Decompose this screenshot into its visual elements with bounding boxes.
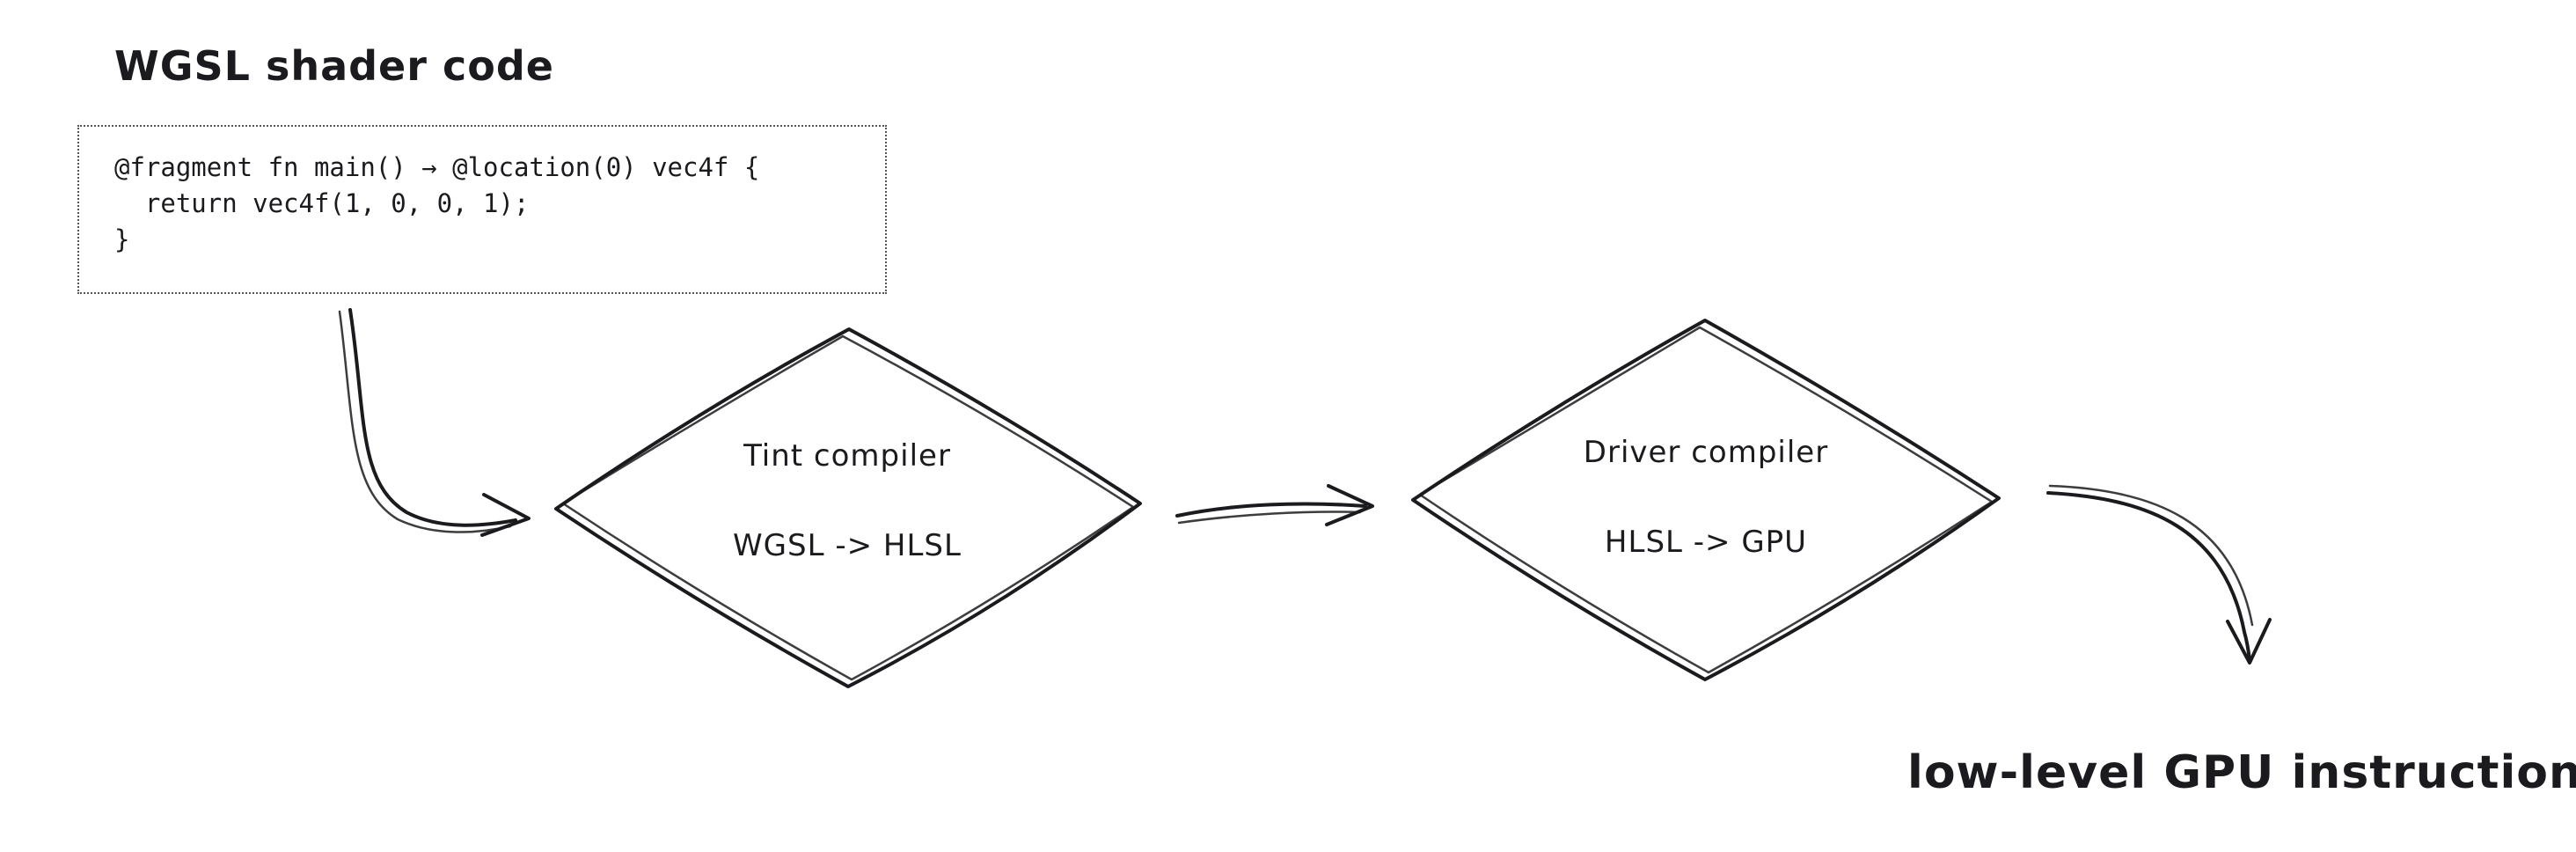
diagram-title: WGSL shader code — [114, 42, 554, 90]
wgsl-code-line-1: @fragment fn main() → @location(0) vec4f… — [114, 152, 760, 182]
wgsl-code-line-2: return vec4f(1, 0, 0, 1); — [114, 188, 530, 219]
driver-compiler-diamond — [1411, 319, 2001, 681]
arrow-code-to-tint — [338, 308, 531, 537]
tint-compiler-title: Tint compiler — [743, 438, 951, 474]
wgsl-code-box: @fragment fn main() → @location(0) vec4f… — [77, 125, 887, 294]
arrow-driver-to-output — [2046, 484, 2272, 665]
output-label: low-level GPU instructions — [1907, 746, 2576, 799]
arrow-tint-to-driver — [1175, 484, 1374, 526]
tint-compiler-diamond — [554, 327, 1142, 688]
tint-compiler-subtitle: WGSL -> HLSL — [733, 528, 962, 563]
driver-compiler-subtitle: HLSL -> GPU — [1604, 525, 1808, 560]
driver-compiler-title: Driver compiler — [1583, 435, 1829, 470]
wgsl-code-line-3: } — [114, 224, 130, 255]
